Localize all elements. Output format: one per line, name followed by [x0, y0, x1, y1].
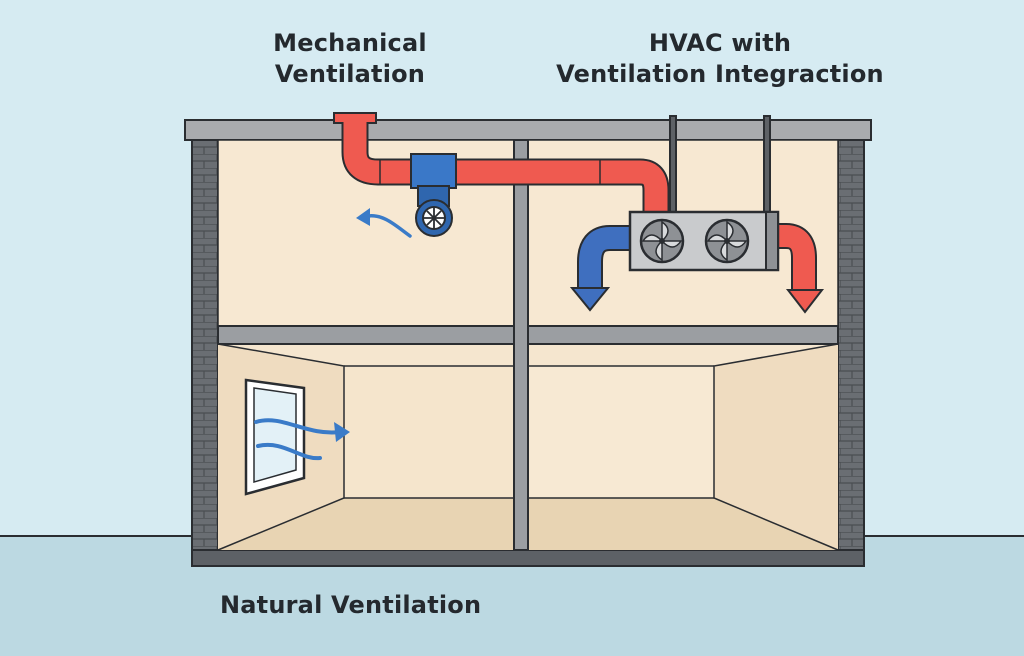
left-wall [191, 139, 219, 567]
natural-ventilation-label-text: Natural Ventilation [220, 591, 482, 619]
mechanical-ventilation-label: Mechanical Ventilation [250, 28, 450, 90]
hvac-fan-icon [704, 218, 750, 264]
hvac-ventilation-label-line1: HVAC with [648, 29, 792, 57]
central-column [513, 139, 529, 551]
airflow-arrow-icon [356, 208, 412, 238]
room-lower-right [527, 343, 839, 551]
foundation [191, 549, 865, 567]
natural-ventilation-label: Natural Ventilation [220, 590, 520, 621]
mechanical-ventilation-label-line1: Mechanical [273, 29, 427, 57]
airflow-arrow-icon [254, 418, 350, 461]
right-wall [837, 139, 865, 567]
hvac-supply-outlet [776, 223, 825, 314]
hvac-fan-icon [639, 218, 685, 264]
supply-duct [333, 112, 670, 216]
hvac-ventilation-label: HVAC with Ventilation Integraction [540, 28, 900, 90]
hvac-ventilation-label-line2: Ventilation Integraction [556, 60, 884, 89]
window-icon [244, 378, 306, 496]
return-duct [569, 225, 632, 312]
mechanical-ventilation-label-line2: Ventilation [274, 60, 426, 89]
exhaust-fan-icon [410, 153, 457, 237]
